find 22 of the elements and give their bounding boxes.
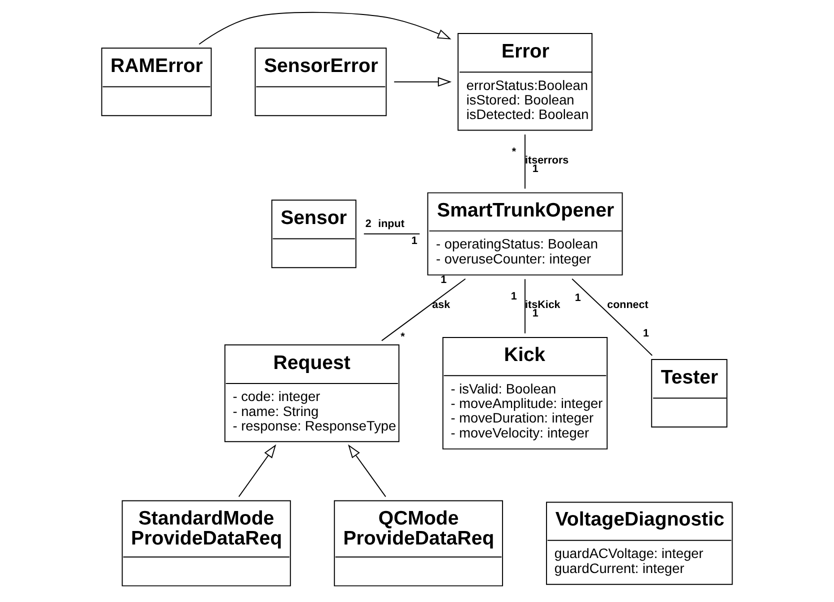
label: 1	[440, 274, 447, 286]
connector	[363, 233, 420, 234]
arrow	[238, 444, 276, 498]
label: 2	[365, 218, 372, 230]
connector	[572, 278, 653, 356]
arrow	[394, 77, 452, 87]
label: 1	[411, 235, 418, 248]
label: 1	[642, 328, 649, 340]
connector	[524, 134, 526, 190]
connector	[381, 278, 466, 342]
label: 1	[574, 292, 581, 304]
arrow	[348, 444, 386, 498]
edge-label: input	[378, 218, 404, 230]
arrow	[198, 12, 452, 45]
label: *	[400, 331, 405, 344]
edge-label: ask	[432, 298, 450, 311]
label: *	[512, 146, 516, 158]
connector	[524, 278, 526, 334]
label: 1	[532, 307, 538, 320]
label: 1	[510, 290, 517, 303]
label: 1	[532, 162, 538, 175]
edge-label: connect	[607, 298, 648, 311]
